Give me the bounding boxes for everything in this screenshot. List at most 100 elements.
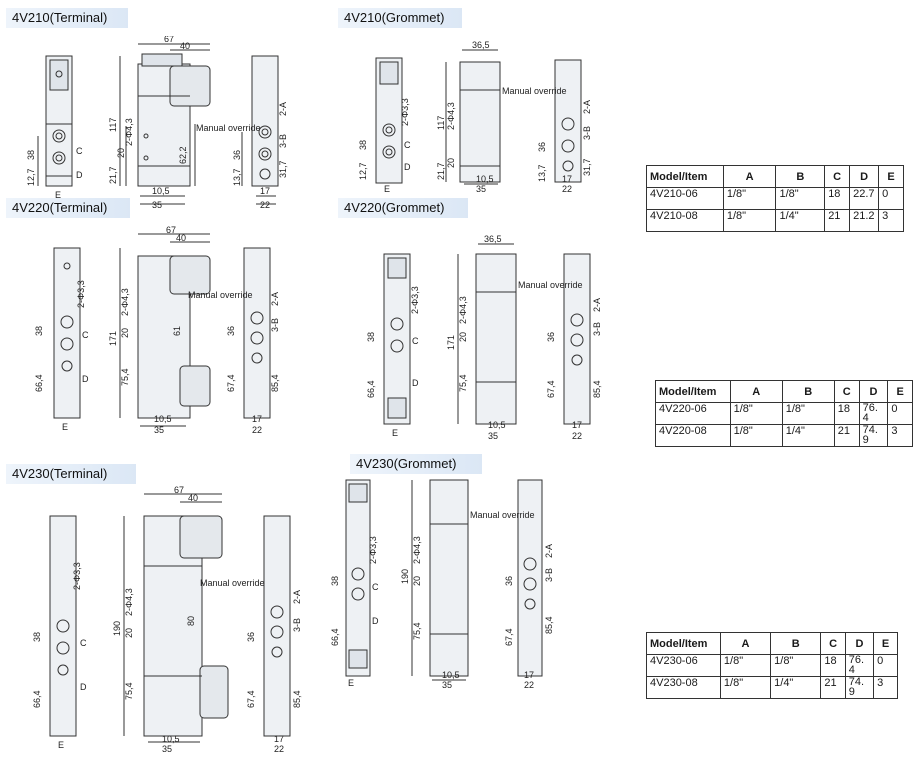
- drawing-4v210-terminal: 67 40 117 2-Φ4,3 62,2 21,7 20 10,5 35 Ma…: [20, 36, 305, 214]
- dim-h5: 20: [120, 328, 130, 338]
- header-d: D: [844, 632, 875, 655]
- port-c: C: [82, 330, 89, 340]
- header-b: B: [770, 632, 822, 655]
- cell-d: 76. 4: [858, 402, 889, 425]
- cell-a: 1/8": [729, 424, 783, 447]
- cell-d: 21.2: [849, 209, 880, 232]
- port-c: C: [76, 146, 83, 156]
- spec-table-4v230: Model/Item A B C D E 4V230-06 1/8" 1/8" …: [646, 632, 898, 699]
- header-c: C: [833, 380, 860, 403]
- manual-override-label: Manual override: [188, 290, 253, 300]
- drawing-4v220-terminal: 67 40 171 2-Φ4,3 2-Φ3,3 61 75,4 20 Manua…: [20, 226, 305, 436]
- dim-s1: 36: [232, 150, 242, 160]
- cell-e: 0: [873, 654, 898, 677]
- dim-h2: 38: [366, 332, 376, 342]
- cell-c: 18: [824, 187, 851, 210]
- header-c: C: [824, 165, 851, 188]
- dim-h1: 117: [108, 118, 118, 132]
- dim-b2: 35: [442, 680, 452, 689]
- dim-port2: 2-Φ3,3: [72, 562, 82, 590]
- table-row: 4V220-08 1/8" 1/4" 21 74. 9 3: [655, 424, 913, 447]
- dim-s3: 31,7: [582, 158, 592, 176]
- dim-port: 2-Φ4,3: [412, 536, 422, 564]
- dim-s5: 22: [252, 425, 262, 435]
- dim-h3: 62,2: [178, 146, 188, 164]
- header-a: A: [722, 165, 777, 188]
- cell-d: 74. 9: [858, 424, 889, 447]
- dim-s2: 13,7: [232, 168, 242, 186]
- port-e: E: [392, 428, 398, 438]
- dim-h2: 38: [330, 576, 340, 586]
- dim-port: 2-Φ4,3: [458, 296, 468, 324]
- dim-s4: 17: [260, 186, 270, 196]
- port-e: E: [58, 740, 64, 750]
- drawing-4v220-grommet: 36,5 171 2-Φ4,3 2-Φ3,3 75,4 20 Manual ov…: [348, 232, 610, 442]
- port-e: E: [384, 184, 390, 194]
- dim-port2: 2-Φ3,3: [400, 98, 410, 126]
- dim-s4: 17: [524, 670, 534, 680]
- port-a: 2-A: [582, 100, 592, 114]
- dim-b1: 10,5: [476, 174, 494, 184]
- dim-b1: 10,5: [152, 186, 170, 196]
- dim-s5: 22: [562, 184, 572, 194]
- dim-h4: 75,4: [124, 682, 134, 700]
- dim-s2: 67,4: [246, 690, 256, 708]
- port-a: 2-A: [270, 292, 280, 306]
- dim-h6: 66,4: [34, 374, 44, 392]
- manual-override-label: Manual override: [502, 86, 567, 96]
- dim-h4: 75,4: [458, 374, 468, 392]
- port-a: 2-A: [592, 298, 602, 312]
- header-a: A: [719, 632, 772, 655]
- port-d: D: [412, 378, 419, 388]
- header-model: Model/Item: [646, 165, 724, 188]
- port-b: 3-B: [292, 618, 302, 632]
- dim-h4: 21,7: [436, 162, 446, 180]
- dim-w1: 36,5: [484, 234, 502, 244]
- dim-h1: 171: [108, 331, 118, 346]
- port-d: D: [76, 170, 83, 180]
- cell-a: 1/8": [719, 676, 772, 699]
- dim-port: 2-Φ4,3: [124, 588, 134, 616]
- cell-d: 76. 4: [844, 654, 875, 677]
- dim-h1: 190: [112, 621, 122, 636]
- manual-override-label: Manual override: [518, 280, 583, 290]
- dim-h2: 38: [32, 632, 42, 642]
- cell-e: 0: [878, 187, 904, 210]
- port-b: 3-B: [592, 322, 602, 336]
- dim-h1: 171: [446, 335, 456, 350]
- dim-s4: 17: [572, 420, 582, 430]
- cell-e: 0: [887, 402, 913, 425]
- dim-s5: 22: [274, 744, 284, 754]
- cell-b: 1/8": [770, 654, 822, 677]
- dim-s1: 36: [504, 576, 514, 586]
- dim-w1: 67: [174, 486, 184, 495]
- dim-s1: 36: [226, 326, 236, 336]
- cell-a: 1/8": [722, 209, 777, 232]
- dim-w2: 40: [188, 493, 198, 503]
- dim-h5: 20: [116, 148, 126, 158]
- dim-s3: 31,7: [278, 160, 288, 178]
- port-d: D: [82, 374, 89, 384]
- header-e: E: [887, 380, 913, 403]
- dim-port2: 2-Φ3,3: [410, 286, 420, 314]
- dim-w2: 40: [180, 41, 190, 51]
- port-e: E: [55, 190, 61, 200]
- cell-b: 1/8": [781, 402, 835, 425]
- cell-model: 4V230-06: [646, 654, 721, 677]
- table-row: 4V220-06 1/8" 1/8" 18 76. 4 0: [655, 402, 913, 425]
- dim-s5: 22: [572, 431, 582, 441]
- section-title-4v210-grommet: 4V210(Grommet): [338, 8, 462, 28]
- dim-b1: 10,5: [488, 420, 506, 430]
- drawing-4v230-terminal: 67 40 190 2-Φ4,3 2-Φ3,3 80 75,4 20 Manua…: [20, 486, 320, 758]
- port-d: D: [372, 616, 379, 626]
- cell-a: 1/8": [719, 654, 772, 677]
- section-title-4v220-terminal: 4V220(Terminal): [6, 198, 130, 218]
- dim-b2: 35: [152, 200, 162, 210]
- dim-b2: 35: [162, 744, 172, 754]
- spec-table-4v210: Model/Item A B C D E 4V210-06 1/8" 1/8" …: [646, 165, 904, 232]
- port-d: D: [404, 162, 411, 172]
- dim-h6: 66,4: [330, 628, 340, 646]
- dim-port: 2-Φ4,3: [120, 288, 130, 316]
- dim-s1: 36: [546, 332, 556, 342]
- cell-model: 4V210-08: [646, 209, 724, 232]
